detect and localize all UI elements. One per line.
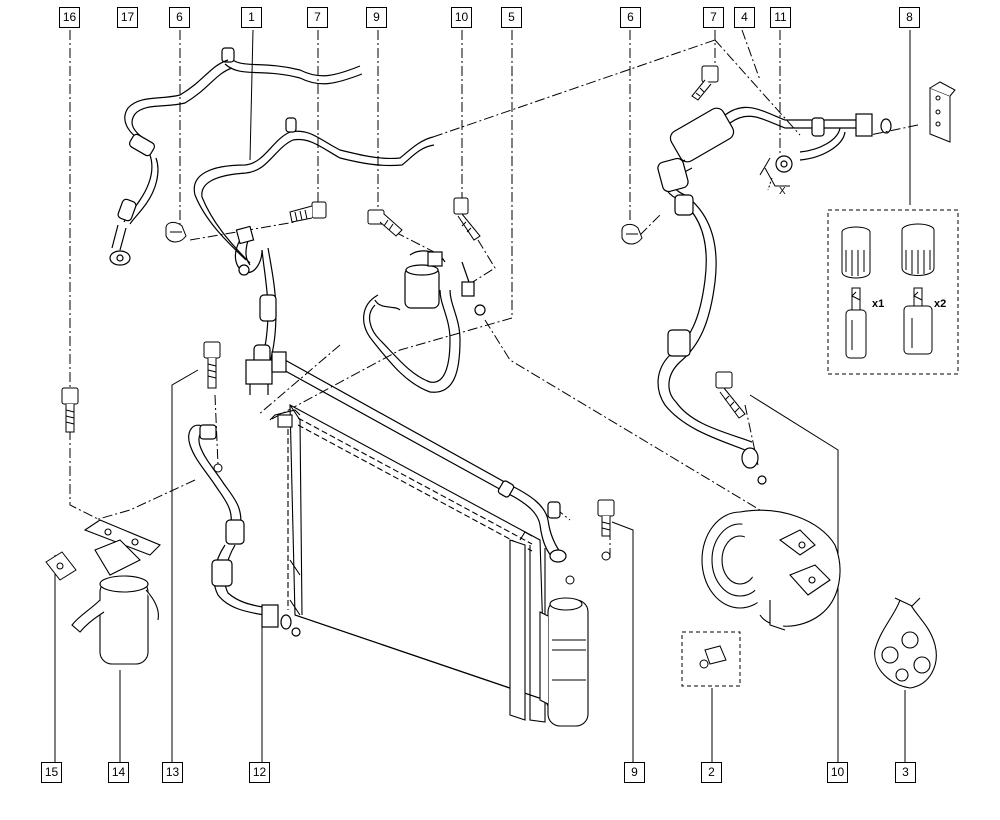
valve-core-large bbox=[903, 287, 933, 355]
refrigerant-pipe-17 bbox=[109, 47, 363, 266]
callout-10-bottom: 10 bbox=[827, 762, 848, 783]
refrigerant-pipe-4 bbox=[669, 106, 892, 173]
bolt-10-upper bbox=[453, 197, 481, 241]
bolt-16 bbox=[61, 387, 79, 433]
bracket-8 bbox=[929, 81, 956, 143]
long-pipe-5 bbox=[271, 351, 567, 563]
refrigerant-hose-center bbox=[363, 250, 486, 393]
callout-17: 17 bbox=[117, 7, 138, 28]
refrigerant-pipe-1-lower bbox=[234, 225, 277, 395]
refrigerant-pipe-12 bbox=[188, 424, 301, 637]
bolt-9-upper bbox=[367, 209, 403, 237]
callout-5: 5 bbox=[501, 7, 522, 28]
callout-15: 15 bbox=[41, 762, 62, 783]
valve-core-small bbox=[845, 287, 867, 359]
callout-9-bottom: 9 bbox=[624, 762, 645, 783]
callout-7-right: 7 bbox=[703, 7, 724, 28]
bolt-7-upper-right bbox=[691, 65, 719, 101]
axis-label-x: X bbox=[779, 186, 786, 197]
receiver-drier-condenser bbox=[539, 597, 589, 727]
valve-cap-large bbox=[901, 223, 935, 276]
bolt-9-lower bbox=[597, 499, 615, 537]
receiver-drier-14 bbox=[71, 519, 161, 665]
kit-qty-large: x2 bbox=[934, 298, 947, 310]
clips-6 bbox=[165, 221, 643, 245]
bracket-15 bbox=[45, 551, 77, 581]
callout-6-left: 6 bbox=[169, 7, 190, 28]
callout-10-top: 10 bbox=[451, 7, 472, 28]
callout-7-left: 7 bbox=[307, 7, 328, 28]
valve-cap-small bbox=[841, 226, 871, 279]
callout-3: 3 bbox=[895, 762, 916, 783]
callout-11: 11 bbox=[770, 7, 791, 28]
compressor bbox=[701, 509, 841, 631]
callout-13: 13 bbox=[162, 762, 183, 783]
o-rings bbox=[213, 463, 611, 585]
pressure-sensor-2 bbox=[681, 631, 741, 687]
valve-kit-8 bbox=[827, 209, 959, 375]
callout-12: 12 bbox=[249, 762, 270, 783]
axis-symbol bbox=[759, 157, 790, 191]
callout-14: 14 bbox=[108, 762, 129, 783]
callout-16: 16 bbox=[59, 7, 80, 28]
refrigerant-hose-right bbox=[657, 157, 767, 485]
callout-6-right: 6 bbox=[620, 7, 641, 28]
callout-4: 4 bbox=[734, 7, 755, 28]
callout-leaders bbox=[54, 29, 911, 762]
bolts bbox=[61, 65, 746, 537]
grommet-3 bbox=[874, 597, 937, 689]
bolt-13 bbox=[203, 341, 221, 389]
callout-9-top: 9 bbox=[366, 7, 387, 28]
condenser bbox=[269, 404, 551, 723]
callout-8: 8 bbox=[899, 7, 920, 28]
callout-2: 2 bbox=[701, 762, 722, 783]
callout-1: 1 bbox=[241, 7, 262, 28]
leader-lines bbox=[69, 29, 919, 560]
bolt-10-lower bbox=[715, 371, 746, 419]
bolt-7-upper-left bbox=[289, 201, 327, 223]
refrigerant-pipe-1 bbox=[193, 117, 435, 264]
kit-qty-small: x1 bbox=[872, 298, 885, 310]
